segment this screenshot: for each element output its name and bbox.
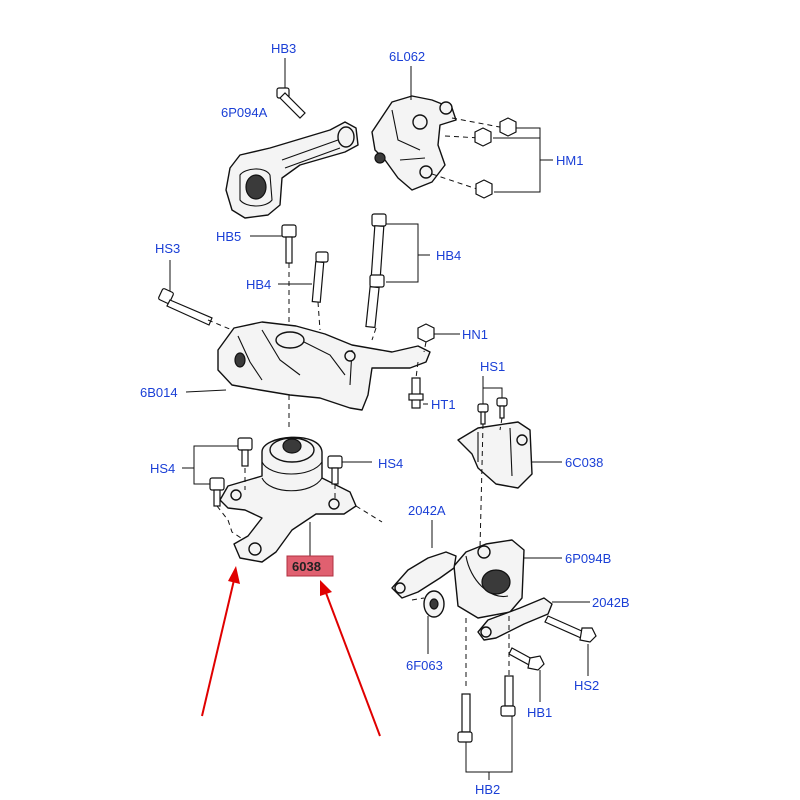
engine-mount-6038 [219, 436, 357, 563]
bolts-hs4-left [182, 437, 253, 521]
label-6p094a: 6P094A [221, 105, 268, 120]
mount-6p094b [453, 539, 562, 619]
label-hs4-left: HS4 [150, 461, 175, 476]
bolt-hs2 [544, 615, 597, 676]
stud-ht1 [408, 361, 428, 409]
label-hb1: HB1 [527, 705, 552, 720]
label-2042b: 2042B [592, 595, 630, 610]
bolt-hb4-left [278, 251, 329, 303]
label-6c038: 6C038 [565, 455, 603, 470]
label-hb2: HB2 [475, 782, 500, 797]
bolts-hs1 [477, 376, 508, 425]
label-6l062: 6L062 [389, 49, 425, 64]
label-hn1: HN1 [462, 327, 488, 342]
label-hs1: HS1 [480, 359, 505, 374]
label-hb4-lower: HB4 [246, 277, 271, 292]
label-hs3: HS3 [155, 241, 180, 256]
bolt-hb5 [250, 224, 297, 264]
bolts-hb4-right [365, 213, 430, 329]
link-2042b [477, 597, 590, 641]
bushing-6f063 [423, 590, 445, 654]
studs-hb2 [457, 675, 516, 780]
torque-rod-6p094a [225, 121, 359, 219]
red-arrows [201, 566, 381, 737]
bolt-hb3 [276, 58, 306, 119]
label-hs2: HS2 [574, 678, 599, 693]
label-hs4-right: HS4 [378, 456, 403, 471]
label-hb5: HB5 [216, 229, 241, 244]
label-ht1: HT1 [431, 397, 456, 412]
bolt-hs3 [158, 260, 213, 326]
label-6038: 6038 [292, 559, 321, 574]
label-hb4-upper: HB4 [436, 248, 461, 263]
nuts-hm1 [431, 117, 553, 199]
link-2042a [391, 520, 457, 599]
label-hm1: HM1 [556, 153, 583, 168]
bracket-6b014 [185, 321, 431, 411]
part-6038-highlight [286, 555, 334, 577]
bolt-hs4-right [327, 455, 372, 498]
bracket-6c038 [457, 421, 562, 489]
label-6p094b: 6P094B [565, 551, 611, 566]
label-6f063: 6F063 [406, 658, 443, 673]
bolt-hb1 [508, 647, 545, 702]
label-hb3: HB3 [271, 41, 296, 56]
nut-hn1 [417, 323, 460, 353]
callout-labels: HB3 6L062 6P094A HM1 HB5 HS3 HB4 HB4 HN1… [140, 41, 630, 797]
label-2042a: 2042A [408, 503, 446, 518]
label-6b014: 6B014 [140, 385, 178, 400]
bracket-6l062 [371, 66, 457, 191]
